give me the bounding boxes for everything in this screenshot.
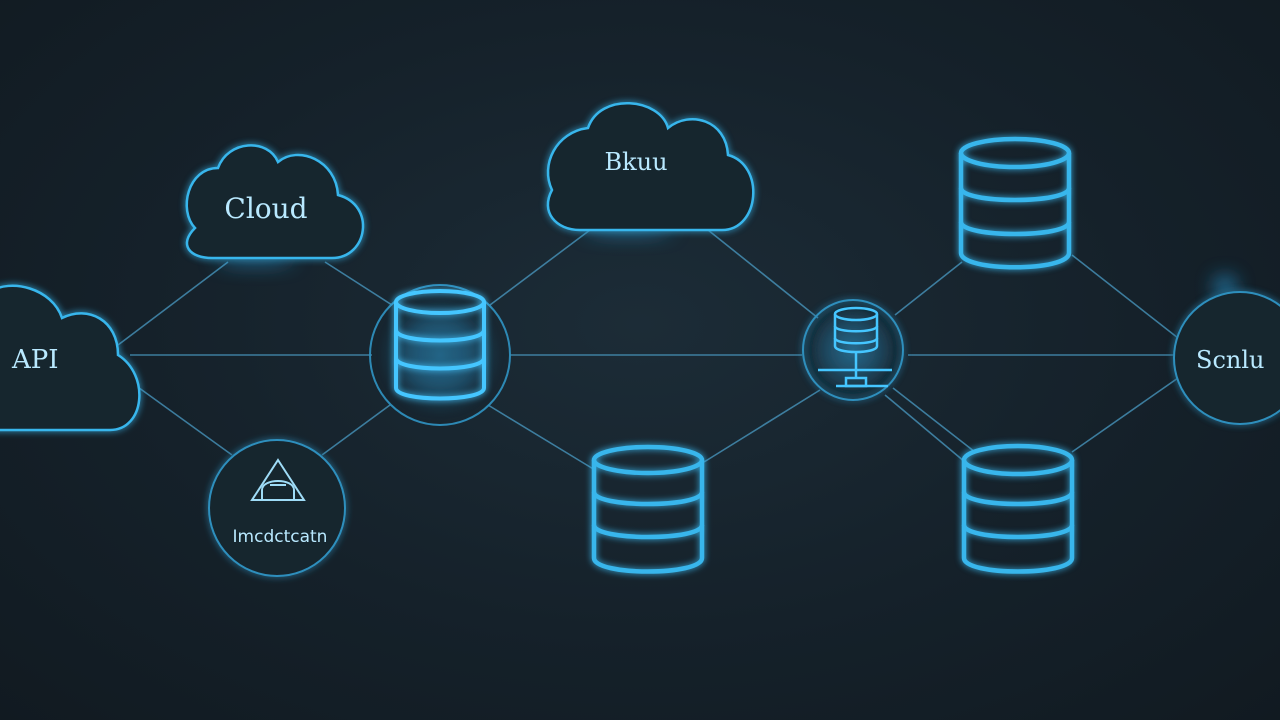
connection-lines: [117, 229, 1179, 471]
edge-db-right-service: [1071, 377, 1179, 453]
service-label: Scnlu: [1196, 346, 1264, 374]
edge-db-bottom-network: [703, 389, 821, 463]
node-glows: [215, 224, 1234, 397]
edge-cloudtop-network: [707, 229, 819, 319]
edge-hub-cloudtop: [489, 229, 591, 306]
gateway-label: Imcdctcatn: [233, 527, 328, 547]
edge-cloud-hub: [324, 261, 393, 306]
edge-network-db-right-2: [884, 394, 966, 463]
cloud-icon[interactable]: [546, 102, 755, 232]
gateway-circle[interactable]: [208, 439, 346, 577]
edge-gateway-hub: [321, 404, 391, 456]
cloud-top-label: Bkuu: [604, 148, 667, 176]
warning-triangle-icon: [250, 458, 306, 501]
network-hub-icon: [818, 306, 892, 388]
cloud-main-label: Cloud: [224, 192, 307, 225]
edge-db-top-service: [1071, 254, 1179, 339]
database-icon[interactable]: [961, 443, 1075, 574]
edge-network-db-top: [894, 261, 963, 316]
edge-api-gateway: [134, 384, 233, 456]
hub-circle: [369, 284, 511, 426]
edge-network-db-right: [892, 387, 976, 453]
service-circle[interactable]: [1173, 291, 1280, 425]
cloud-icon[interactable]: [185, 144, 365, 260]
database-icon[interactable]: [591, 444, 705, 574]
edge-hub-db-bottom: [487, 404, 596, 471]
cloud-api-label: API: [11, 345, 59, 375]
database-icon[interactable]: [394, 289, 486, 401]
edge-api-cloud: [117, 261, 229, 346]
cloud-icon[interactable]: [0, 284, 141, 432]
database-icon[interactable]: [958, 136, 1072, 270]
